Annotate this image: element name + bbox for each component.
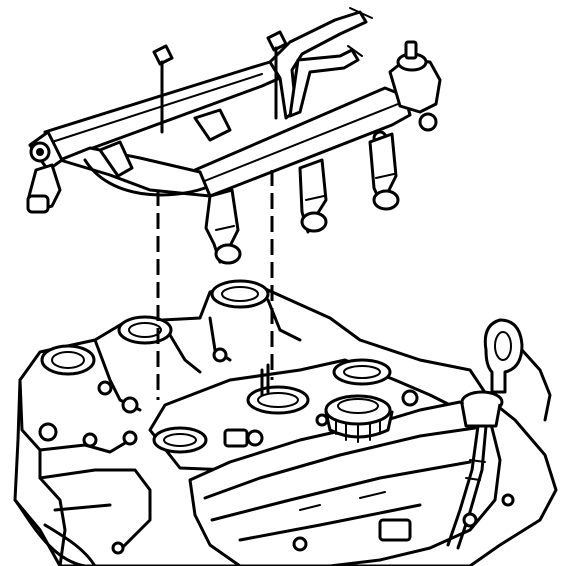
alignment-guides (156, 170, 274, 400)
fuel-rail-assembly (28, 7, 442, 198)
intake-manifold (13, 279, 558, 566)
fuel-injectors (26, 108, 400, 265)
oil-dipstick (446, 318, 552, 550)
oil-fill-cap (324, 394, 394, 443)
